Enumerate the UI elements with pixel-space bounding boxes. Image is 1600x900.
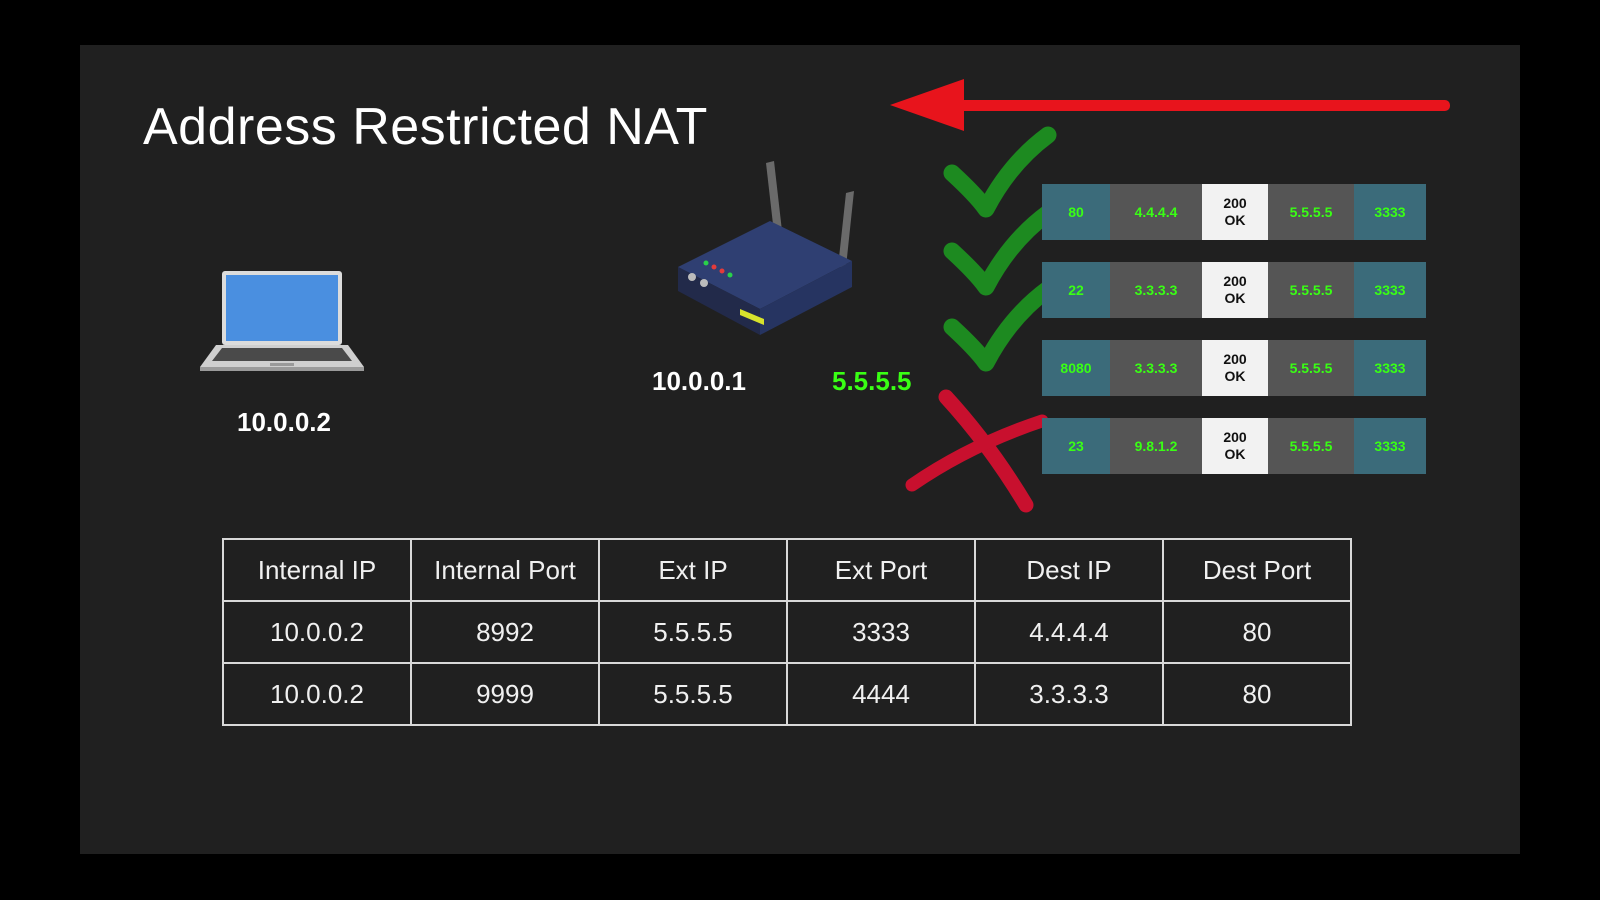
packet-source-port: 80: [1042, 184, 1110, 240]
column-header: Dest IP: [974, 538, 1164, 602]
incoming-packet: 22 3.3.3.3 200 OK 5.5.5.5 3333: [1042, 262, 1426, 318]
table-cell: 9999: [410, 662, 600, 726]
table-cell: 4444: [786, 662, 976, 726]
packet-source-ip: 3.3.3.3: [1110, 262, 1202, 318]
packet-dest-ip: 5.5.5.5: [1268, 184, 1354, 240]
slide-title: Address Restricted NAT: [143, 98, 708, 156]
packet-payload: 200 OK: [1202, 262, 1268, 318]
table-cell: 3.3.3.3: [974, 662, 1164, 726]
laptop-ip-label: 10.0.0.2: [237, 407, 331, 437]
packet-source-ip: 3.3.3.3: [1110, 340, 1202, 396]
packet-dest-port: 3333: [1354, 262, 1426, 318]
check-icon: [943, 280, 1057, 372]
packet-dest-ip: 5.5.5.5: [1268, 418, 1354, 474]
packet-dest-port: 3333: [1354, 184, 1426, 240]
packet-payload-code: 200: [1223, 273, 1247, 289]
incoming-arrow-icon: [890, 79, 1450, 131]
table-cell: 5.5.5.5: [598, 600, 788, 664]
table-cell: 10.0.0.2: [222, 662, 412, 726]
table-cell: 80: [1162, 600, 1352, 664]
router-icon: [678, 161, 854, 335]
packet-payload-status: OK: [1224, 290, 1246, 306]
packet-payload: 200 OK: [1202, 184, 1268, 240]
table-cell: 10.0.0.2: [222, 600, 412, 664]
check-icon: [943, 126, 1057, 218]
packet-payload-status: OK: [1224, 212, 1246, 228]
packet-source-port: 8080: [1042, 340, 1110, 396]
column-header: Ext Port: [786, 538, 976, 602]
laptop-icon: [200, 271, 364, 371]
packet-payload-status: OK: [1224, 446, 1246, 462]
packet-payload-code: 200: [1223, 195, 1247, 211]
router-external-ip-label: 5.5.5.5: [832, 366, 912, 396]
column-header: Internal IP: [222, 538, 412, 602]
column-header: Ext IP: [598, 538, 788, 602]
column-header: Dest Port: [1162, 538, 1352, 602]
packet-dest-port: 3333: [1354, 418, 1426, 474]
table-cell: 8992: [410, 600, 600, 664]
diagram-graphics: [200, 79, 1450, 513]
cross-icon: [905, 389, 1049, 513]
router-internal-ip-label: 10.0.0.1: [652, 366, 746, 396]
table-cell: 80: [1162, 662, 1352, 726]
column-header: Internal Port: [410, 538, 600, 602]
table-row: 10.0.0.2 8992 5.5.5.5 3333 4.4.4.4 80: [222, 600, 1352, 664]
incoming-packet: 8080 3.3.3.3 200 OK 5.5.5.5 3333: [1042, 340, 1426, 396]
packet-dest-ip: 5.5.5.5: [1268, 262, 1354, 318]
table-cell: 4.4.4.4: [974, 600, 1164, 664]
packet-payload: 200 OK: [1202, 340, 1268, 396]
check-icon: [943, 204, 1057, 296]
packet-payload-status: OK: [1224, 368, 1246, 384]
packet-payload: 200 OK: [1202, 418, 1268, 474]
table-row: 10.0.0.2 9999 5.5.5.5 4444 3.3.3.3 80: [222, 662, 1352, 726]
packet-source-ip: 4.4.4.4: [1110, 184, 1202, 240]
packet-source-port: 23: [1042, 418, 1110, 474]
packet-source-ip: 9.8.1.2: [1110, 418, 1202, 474]
presentation-slide: Address Restricted NAT: [80, 45, 1520, 854]
packet-dest-ip: 5.5.5.5: [1268, 340, 1354, 396]
packet-dest-port: 3333: [1354, 340, 1426, 396]
table-cell: 5.5.5.5: [598, 662, 788, 726]
packet-payload-code: 200: [1223, 351, 1247, 367]
table-cell: 3333: [786, 600, 976, 664]
packet-payload-code: 200: [1223, 429, 1247, 445]
incoming-packet: 80 4.4.4.4 200 OK 5.5.5.5 3333: [1042, 184, 1426, 240]
packet-source-port: 22: [1042, 262, 1110, 318]
nat-mapping-table: Internal IP Internal Port Ext IP Ext Por…: [222, 538, 1352, 726]
table-header-row: Internal IP Internal Port Ext IP Ext Por…: [222, 538, 1352, 602]
incoming-packet: 23 9.8.1.2 200 OK 5.5.5.5 3333: [1042, 418, 1426, 474]
